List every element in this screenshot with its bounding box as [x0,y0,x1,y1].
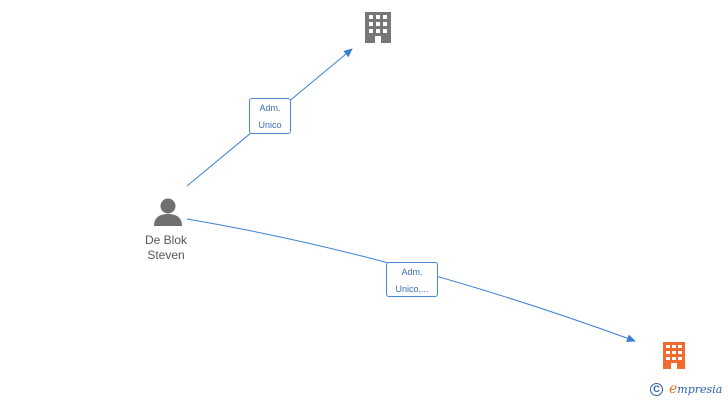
relation-label[interactable]: Adm. Unico [249,98,291,134]
relation-label[interactable]: Adm. Unico,... [386,262,438,297]
building-icon[interactable] [365,12,391,43]
person-name-last: Steven [147,248,185,262]
person-name-first: De Blok [144,233,188,247]
relation-role-detail: Unico,... [395,284,429,294]
brand-initial: e [669,381,678,397]
copyright-icon: C [650,382,663,396]
building-icon[interactable] [663,342,685,369]
empresia-watermark: C empresia [650,380,722,398]
brand-name: mpresia [677,383,723,396]
relation-role: Adm. [401,267,423,277]
brand-logo: empresia [669,381,722,397]
relation-role-detail: Unico [258,120,282,130]
person-icon[interactable] [154,198,182,227]
relation-role: Adm. [259,103,281,113]
person-name-label[interactable]: De Blok Steven [130,233,202,263]
